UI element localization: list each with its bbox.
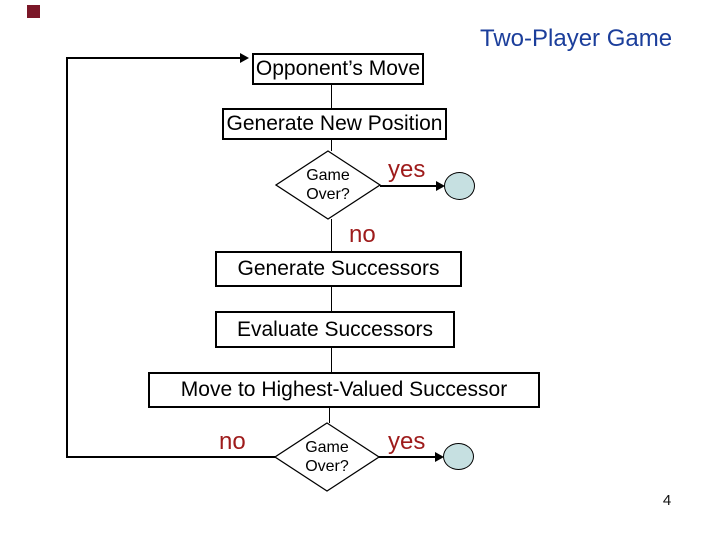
box-generate-new-position: Generate New Position	[222, 108, 447, 140]
diamond-text-line2: Over?	[306, 186, 350, 203]
loop-bottom-line	[66, 456, 275, 458]
connector-box4-box5	[331, 347, 332, 372]
diamond-text-line1: Game	[306, 167, 350, 184]
slide-title: Two-Player Game	[480, 25, 673, 52]
yes-top-arrowhead-icon	[436, 181, 445, 191]
edge-label-yes-bottom: yes	[388, 428, 426, 455]
connector-box1-box2	[331, 85, 332, 108]
loop-top-line	[66, 57, 241, 59]
box-evaluate-successors: Evaluate Successors	[215, 311, 455, 348]
diamond-text-line1: Game	[305, 439, 349, 456]
diamond-text: Game Over?	[275, 150, 381, 220]
diamond-outline	[274, 422, 380, 492]
terminal-ellipse-top	[444, 172, 475, 200]
edge-label-no-bottom: no	[219, 428, 246, 455]
loop-left-line	[66, 57, 68, 458]
loop-arrowhead-icon	[240, 53, 249, 63]
terminal-ellipse-bottom	[443, 443, 474, 470]
connector-diamond1-box3	[331, 219, 332, 251]
yes-top-line	[380, 185, 437, 187]
yes-bottom-line	[379, 456, 436, 458]
diamond-text-line2: Over?	[305, 458, 349, 475]
diamond-text: Game Over?	[274, 422, 380, 492]
page-number: 4	[662, 492, 672, 509]
accent-square	[27, 5, 40, 18]
connector-box2-diamond1	[331, 140, 332, 151]
diamond-shape	[275, 150, 381, 220]
box-move-to-highest-valued-successor: Move to Highest-Valued Successor	[148, 372, 540, 408]
diamond-shape	[274, 422, 380, 492]
decision-game-over-bottom: Game Over?	[274, 422, 380, 492]
edge-label-yes-top: yes	[388, 156, 426, 183]
yes-bottom-arrowhead-icon	[435, 452, 444, 462]
edge-label-no-top: no	[349, 221, 376, 248]
connector-box5-diamond2	[329, 407, 330, 423]
diamond-outline	[275, 150, 381, 220]
connector-box3-box4	[331, 286, 332, 311]
decision-game-over-top: Game Over?	[275, 150, 381, 220]
box-generate-successors: Generate Successors	[215, 251, 462, 287]
box-opponents-move: Opponent’s Move	[252, 53, 424, 85]
